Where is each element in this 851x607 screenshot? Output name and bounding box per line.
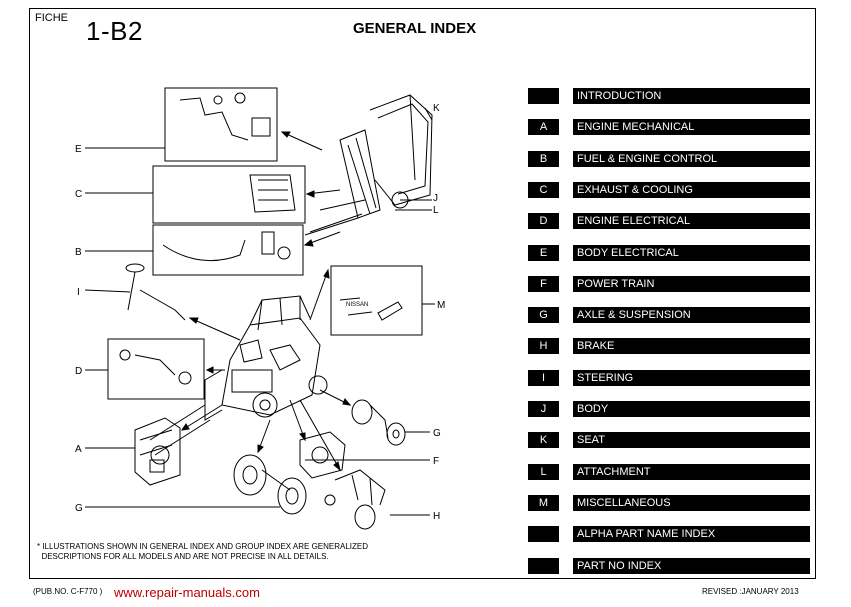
- index-label: PART NO INDEX: [573, 558, 810, 574]
- callout-f: F: [433, 456, 439, 467]
- index-code: F: [528, 276, 559, 292]
- index-code: L: [528, 464, 559, 480]
- part-box-e: [164, 87, 278, 162]
- index-row[interactable]: E BODY ELECTRICAL: [528, 245, 810, 261]
- index-row[interactable]: L ATTACHMENT: [528, 464, 810, 480]
- index-label: FUEL & ENGINE CONTROL: [573, 151, 810, 167]
- index-row[interactable]: I STEERING: [528, 370, 810, 386]
- index-row[interactable]: M MISCELLANEOUS: [528, 495, 810, 511]
- rear-axle-wheel: [351, 399, 406, 446]
- index-label: STEERING: [573, 370, 810, 386]
- index-label: BODY: [573, 401, 810, 417]
- publication-number: (PUB.NO. C-F770 ): [33, 587, 103, 596]
- callout-l: L: [433, 205, 439, 216]
- index-code: [528, 558, 559, 574]
- engine-assembly: [134, 417, 181, 486]
- fiche-label: FICHE: [35, 12, 68, 24]
- index-code: [528, 526, 559, 542]
- callout-a: A: [75, 444, 82, 455]
- index-code: G: [528, 307, 559, 323]
- index-code: J: [528, 401, 559, 417]
- callout-h: H: [433, 511, 440, 522]
- part-box-b: [152, 224, 304, 276]
- index-code: [528, 88, 559, 104]
- front-axle-wheels: [233, 454, 307, 515]
- index-row[interactable]: G AXLE & SUSPENSION: [528, 307, 810, 323]
- index-label: BRAKE: [573, 338, 810, 354]
- page-title: GENERAL INDEX: [353, 20, 477, 37]
- callout-b: B: [75, 247, 82, 258]
- forklift-exploded-illustration: K E C J L B I M D A G F G H NISSAN: [75, 87, 445, 530]
- part-box-d: [107, 338, 205, 400]
- part-box-m: [330, 265, 423, 336]
- index-row[interactable]: ALPHA PART NAME INDEX: [528, 526, 810, 542]
- index-code: B: [528, 151, 559, 167]
- part-box-c: [152, 165, 306, 224]
- website-link[interactable]: www.repair-manuals.com: [114, 585, 260, 600]
- index-label: POWER TRAIN: [573, 276, 810, 292]
- fiche-code: 1-B2: [86, 16, 143, 46]
- page-frame: [29, 8, 816, 579]
- index-label: ENGINE ELECTRICAL: [573, 213, 810, 229]
- index-row[interactable]: A ENGINE MECHANICAL: [528, 119, 810, 135]
- callout-g-right: G: [433, 428, 441, 439]
- index-label: AXLE & SUSPENSION: [573, 307, 810, 323]
- index-code: E: [528, 245, 559, 261]
- nissan-plate-text: NISSAN: [346, 302, 368, 308]
- index-row[interactable]: C EXHAUST & COOLING: [528, 182, 810, 198]
- index-row[interactable]: H BRAKE: [528, 338, 810, 354]
- brake-assembly: [324, 469, 386, 530]
- index-label: ENGINE MECHANICAL: [573, 119, 810, 135]
- index-label: BODY ELECTRICAL: [573, 245, 810, 261]
- callout-c: C: [75, 189, 82, 200]
- index-code: D: [528, 213, 559, 229]
- index-code: K: [528, 432, 559, 448]
- callout-g-bottom: G: [75, 503, 83, 514]
- mast-cab: [304, 94, 433, 236]
- index-row[interactable]: B FUEL & ENGINE CONTROL: [528, 151, 810, 167]
- index-label: MISCELLANEOUS: [573, 495, 810, 511]
- index-code: C: [528, 182, 559, 198]
- callout-i: I: [77, 287, 80, 298]
- index-code: H: [528, 338, 559, 354]
- illustration-note: * ILLUSTRATIONS SHOWN IN GENERAL INDEX A…: [37, 542, 369, 561]
- index-label: SEAT: [573, 432, 810, 448]
- callout-e: E: [75, 144, 82, 155]
- index-label: ALPHA PART NAME INDEX: [573, 526, 810, 542]
- index-row[interactable]: D ENGINE ELECTRICAL: [528, 213, 810, 229]
- index-row[interactable]: K SEAT: [528, 432, 810, 448]
- callout-j: J: [433, 193, 438, 204]
- forklift-body: [149, 295, 328, 456]
- transmission-assembly: [299, 431, 346, 479]
- callout-d: D: [75, 366, 82, 377]
- steering-assembly: [125, 263, 186, 321]
- index-row[interactable]: F POWER TRAIN: [528, 276, 810, 292]
- index-label: EXHAUST & COOLING: [573, 182, 810, 198]
- index-code: I: [528, 370, 559, 386]
- callout-m: M: [437, 300, 445, 311]
- index-code: M: [528, 495, 559, 511]
- revision-date: REVISED :JANUARY 2013: [702, 587, 799, 596]
- index-label: INTRODUCTION: [573, 88, 810, 104]
- index-row[interactable]: J BODY: [528, 401, 810, 417]
- index-row[interactable]: INTRODUCTION: [528, 88, 810, 104]
- callout-k: K: [433, 103, 440, 114]
- index-label: ATTACHMENT: [573, 464, 810, 480]
- index-row[interactable]: PART NO INDEX: [528, 558, 810, 574]
- index-code: A: [528, 119, 559, 135]
